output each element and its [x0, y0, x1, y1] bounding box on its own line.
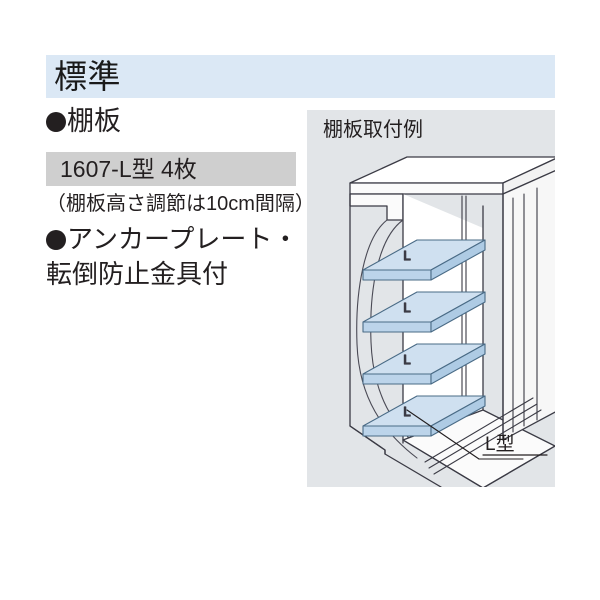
anchor-heading-line1: アンカープレート・ — [46, 222, 306, 257]
bullet-dot-icon — [46, 230, 66, 250]
shelf-2-label: L — [403, 300, 410, 315]
model-label: 1607-L型 4枚 — [60, 156, 197, 182]
roof-front-band — [349, 182, 504, 195]
shelf-1-label: L — [403, 248, 410, 263]
spec-column: 棚板 1607-L型 4枚 （棚板高さ調節は10cm間隔） アンカープレート・ … — [46, 104, 315, 289]
anchor-heading-line2: 転倒防止金具付 — [46, 257, 306, 292]
shelf-4-label: L — [403, 404, 410, 419]
shelf-1: L — [362, 239, 486, 281]
illustration-panel: 棚板取付例 — [307, 110, 555, 487]
model-band: 1607-L型 4枚 — [46, 152, 296, 186]
floor-front-right — [483, 445, 555, 487]
shelf-2: L — [362, 291, 486, 333]
bullet-dot-icon — [46, 112, 66, 132]
floor-front-left — [402, 439, 483, 487]
roof-left-return — [349, 193, 404, 221]
header-band: 標準 — [46, 55, 555, 98]
shelf-3: L — [362, 343, 486, 385]
bottom-sill-1 — [424, 397, 534, 463]
shelf-3-label: L — [403, 352, 410, 367]
shelf-4: L — [362, 395, 486, 437]
anchor-label-part2: 転倒防止金具付 — [46, 259, 229, 289]
roof-right-face — [502, 158, 555, 195]
bottom-sill-2 — [428, 403, 538, 469]
shelf-heading-label: 棚板 — [67, 106, 121, 136]
anchor-label-part1: アンカープレート・ — [67, 224, 299, 254]
height-adjust-note: （棚板高さ調節は10cm間隔） — [46, 193, 315, 215]
right-side-wall — [502, 170, 555, 441]
illustration-title: 棚板取付例 — [323, 119, 423, 141]
shelf-heading: 棚板 — [46, 104, 300, 138]
anchor-block: アンカープレート・ 転倒防止金具付 — [46, 222, 306, 292]
page-title: 標準 — [54, 58, 121, 95]
left-bottom-edge — [349, 425, 442, 487]
callout-leader-diagonal — [406, 409, 480, 460]
bottom-sill-3 — [433, 409, 542, 475]
callout-label-ltype: L型 — [485, 433, 515, 455]
cabinet-isometric-drawing: L L L — [349, 156, 555, 487]
